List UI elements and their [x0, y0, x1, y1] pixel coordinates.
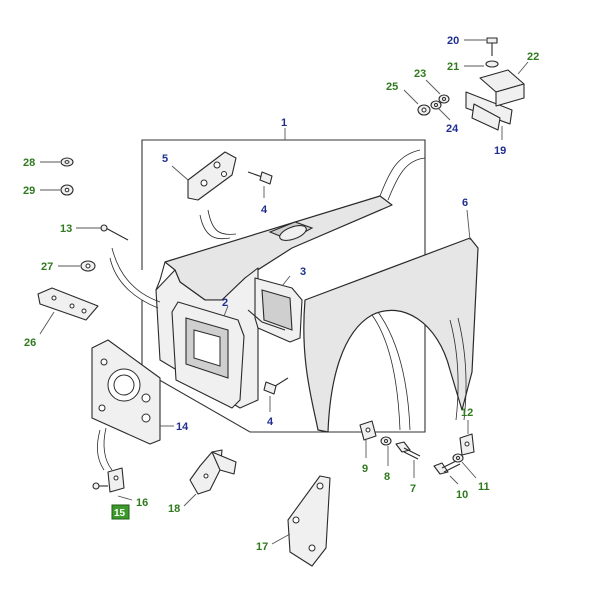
callout-4-lower: 4: [267, 416, 274, 428]
callout-16: 16: [136, 497, 148, 509]
washer-21: [485, 60, 499, 68]
nut-27: [80, 260, 96, 272]
callout-12: 12: [461, 407, 473, 419]
clip-16: [92, 467, 125, 493]
callout-28: 28: [23, 157, 35, 169]
bolt-7: [395, 441, 421, 460]
washer-8: [380, 436, 392, 446]
callout-22: 22: [527, 51, 539, 63]
callout-27: 27: [41, 261, 53, 273]
washer-11: [452, 453, 464, 463]
bracket-5: [187, 151, 237, 201]
bracket-18: [189, 449, 237, 495]
screw-4-upper: [247, 171, 273, 185]
nut-clip-12: [459, 433, 475, 456]
filler-housing: [171, 301, 245, 409]
callout-1: 1: [281, 117, 287, 129]
hinge-22: [479, 69, 525, 107]
washer-24: [430, 100, 442, 110]
callout-14: 14: [176, 421, 189, 433]
bracket-26: [37, 287, 99, 321]
callout-2: 2: [222, 297, 228, 309]
callout-3: 3: [300, 266, 306, 278]
callout-17: 17: [256, 541, 268, 553]
callout-7: 7: [410, 483, 416, 495]
callout-29: 29: [23, 185, 35, 197]
callout-15-badge: 15: [111, 504, 130, 520]
callout-11: 11: [478, 481, 490, 493]
callout-4-upper: 4: [261, 204, 268, 216]
callout-24: 24: [446, 123, 459, 135]
screw-4-lower: [263, 377, 289, 395]
callout-5: 5: [162, 153, 168, 165]
washer-28: [60, 157, 74, 167]
callout-8: 8: [384, 471, 390, 483]
callout-15: 15: [114, 508, 126, 519]
washer-23: [438, 94, 450, 104]
gasket-14: [91, 339, 161, 445]
bracket-3: [247, 277, 303, 343]
callout-10: 10: [456, 489, 468, 501]
callout-9: 9: [362, 463, 368, 475]
bolt-20: [486, 37, 498, 56]
nut-29: [60, 184, 74, 196]
nut-clip-9: [359, 420, 377, 441]
outer-wing-panel: [303, 237, 479, 433]
callout-18: 18: [168, 503, 180, 515]
callout-13: 13: [60, 223, 72, 235]
plate-17: [287, 475, 331, 567]
callout-23: 23: [414, 68, 426, 80]
pin-13: [100, 224, 129, 241]
callout-6: 6: [462, 197, 468, 209]
callout-19: 19: [494, 145, 506, 157]
leader-lines: [39, 39, 529, 545]
callout-25: 25: [386, 81, 398, 93]
callout-labels: 1 2 3 4 4 5 6 7 8 9 10 11 12 13 14 16 17…: [23, 35, 539, 553]
callout-20: 20: [447, 35, 459, 47]
nut-25: [417, 104, 431, 116]
cables: [96, 209, 237, 471]
callout-26: 26: [24, 337, 36, 349]
callout-21: 21: [447, 61, 459, 73]
